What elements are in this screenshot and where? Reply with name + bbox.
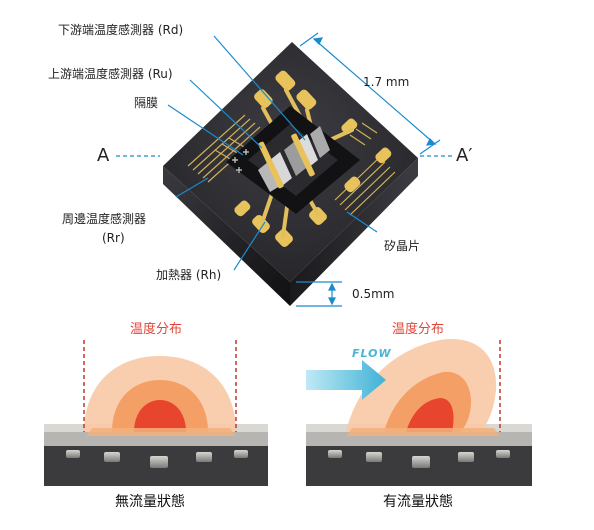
- silicon-chip: [163, 42, 418, 306]
- left-pads: [66, 450, 248, 468]
- right-pads: [328, 450, 510, 468]
- chip-right-side: [290, 158, 418, 306]
- dimension-thickness: 0.5mm: [352, 287, 395, 301]
- caption-flow: 有流量狀態: [383, 494, 453, 510]
- caption-no-flow: 無流量狀態: [115, 494, 185, 510]
- right-temperature-heading: 温度分布: [392, 322, 445, 337]
- label-rr-code: (Rr): [102, 231, 125, 245]
- dimension-width: 1.7 mm: [363, 75, 410, 89]
- left-temperature-heading: 温度分布: [130, 322, 183, 337]
- no-flow-panel: [44, 340, 268, 486]
- flow-panel: [306, 339, 532, 486]
- label-membrane: 隔膜: [134, 96, 159, 110]
- label-rr: 周邊温度感測器: [62, 212, 147, 226]
- leader-lines: [116, 35, 454, 271]
- chip-left-side: [163, 166, 290, 306]
- left-membrane: [86, 428, 236, 436]
- membrane-marks: [232, 149, 249, 173]
- sensor-strips: [258, 126, 330, 192]
- label-a-prime: A′: [456, 145, 473, 166]
- flow-label: FLOW: [352, 347, 392, 360]
- dimension-lines: [296, 32, 441, 307]
- label-ru: 上游端温度感測器 (Ru): [48, 67, 173, 81]
- label-rd: 下游端温度感測器 (Rd): [58, 23, 184, 37]
- right-heat-core: [406, 398, 454, 432]
- label-a: A: [97, 145, 110, 166]
- left-heat-core: [134, 400, 186, 432]
- flow-arrow: [306, 360, 386, 400]
- label-rh: 加熱器 (Rh): [156, 268, 222, 282]
- right-membrane: [346, 428, 500, 436]
- label-chip: 矽晶片: [384, 239, 421, 253]
